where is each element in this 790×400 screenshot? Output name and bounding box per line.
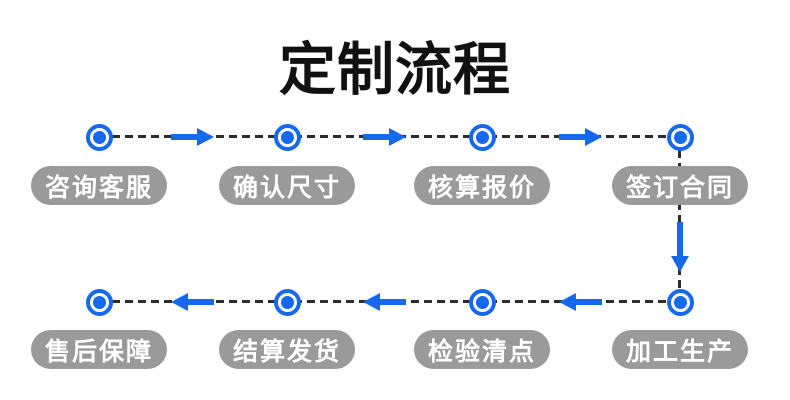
arrow-shaft — [363, 134, 390, 140]
flow-node-icon — [273, 123, 301, 151]
node-dot — [280, 295, 294, 309]
arrow-head — [171, 292, 188, 311]
arrow-right-icon — [363, 127, 406, 147]
step-pill-inspect-count: 检验清点 — [414, 330, 550, 369]
arrow-right-icon — [171, 127, 214, 147]
arrow-head — [559, 292, 576, 311]
node-dot — [92, 295, 106, 309]
arrow-head — [363, 292, 380, 311]
flow-node-icon — [85, 123, 113, 151]
step-pill-calculate-quote: 核算报价 — [414, 166, 550, 205]
arrow-left-icon — [171, 292, 214, 312]
arrow-down-icon — [670, 222, 690, 272]
step-pill-sign-contract: 签订合同 — [612, 166, 748, 205]
dashed-connector-vertical-icon — [678, 137, 681, 302]
arrow-shaft — [187, 299, 214, 305]
arrow-shaft — [171, 134, 198, 140]
arrow-shaft — [379, 299, 406, 305]
step-pill-process-produce: 加工生产 — [612, 330, 748, 369]
step-pill-settle-ship: 结算发货 — [219, 330, 355, 369]
flow-node-icon — [666, 288, 694, 316]
arrow-shaft — [575, 299, 602, 305]
step-pill-consult-service: 咨询客服 — [31, 166, 167, 205]
step-pill-confirm-size: 确认尺寸 — [219, 166, 355, 205]
flow-node-icon — [85, 288, 113, 316]
arrow-shaft — [677, 222, 683, 256]
arrow-head — [670, 256, 689, 272]
node-dot — [280, 130, 294, 144]
flow-node-icon — [468, 123, 496, 151]
arrow-head — [389, 127, 406, 146]
node-dot — [475, 295, 489, 309]
node-dot — [92, 130, 106, 144]
arrow-head — [585, 127, 602, 146]
page-title: 定制流程 — [279, 38, 511, 102]
arrow-shaft — [559, 134, 586, 140]
arrow-left-icon — [363, 292, 406, 312]
node-dot — [673, 295, 687, 309]
step-pill-aftersales-guarantee: 售后保障 — [31, 330, 167, 369]
flow-node-icon — [468, 288, 496, 316]
flow-node-icon — [666, 123, 694, 151]
node-dot — [475, 130, 489, 144]
arrow-head — [197, 127, 214, 146]
arrow-left-icon — [559, 292, 602, 312]
arrow-right-icon — [559, 127, 602, 147]
node-dot — [673, 130, 687, 144]
flow-node-icon — [273, 288, 301, 316]
